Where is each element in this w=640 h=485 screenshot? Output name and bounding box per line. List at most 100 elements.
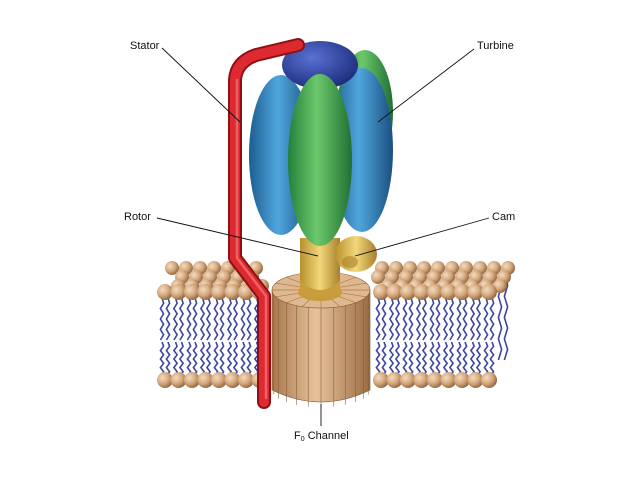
turbine-leader-line bbox=[377, 48, 475, 123]
lipid-tail bbox=[442, 341, 449, 377]
lipid-tail bbox=[402, 297, 408, 341]
lipid-head bbox=[170, 284, 187, 300]
lipid-tail bbox=[489, 341, 495, 377]
lipid-head bbox=[197, 284, 214, 300]
lipid-head bbox=[386, 284, 403, 300]
lipid-head bbox=[427, 372, 443, 388]
rotor bbox=[298, 238, 342, 301]
lipid-head bbox=[427, 284, 443, 300]
lipid-tail bbox=[429, 297, 435, 341]
lipid-tail bbox=[421, 341, 428, 377]
lipid-tail bbox=[186, 297, 192, 341]
lipid-tail bbox=[232, 341, 239, 377]
lipid-tail bbox=[213, 341, 219, 377]
lipid-tail bbox=[178, 297, 185, 341]
lipid-head bbox=[373, 372, 389, 388]
lipid-tail bbox=[456, 297, 462, 341]
lipid-tail bbox=[159, 297, 165, 341]
lipid-tail bbox=[483, 341, 489, 377]
f0-channel-label: F0 Channel bbox=[294, 430, 349, 443]
lipid-tail bbox=[394, 297, 401, 341]
lipid-head bbox=[400, 284, 416, 300]
lipid-tails bbox=[159, 274, 509, 377]
lipid-head bbox=[211, 372, 227, 388]
lipid-tail bbox=[232, 297, 239, 341]
lipid-tail bbox=[435, 297, 441, 341]
lipid-tail bbox=[192, 341, 198, 377]
lipid-head bbox=[197, 372, 214, 388]
lipid-head bbox=[373, 284, 389, 300]
lipid-tail bbox=[456, 341, 462, 377]
rotor-leader-line bbox=[156, 217, 319, 257]
lipid-tail bbox=[462, 297, 468, 341]
lipid-tail bbox=[240, 297, 246, 341]
lipid-head bbox=[371, 270, 385, 284]
cam bbox=[335, 236, 377, 272]
lipid-tail bbox=[192, 297, 198, 341]
lipid-tail bbox=[462, 341, 468, 377]
lipid-tail bbox=[429, 341, 435, 377]
lipid-tail bbox=[375, 297, 381, 341]
lipid-tail bbox=[375, 341, 381, 377]
lipid-tail bbox=[381, 341, 387, 377]
lipid-tail bbox=[415, 297, 422, 341]
lipid-tail bbox=[213, 297, 219, 341]
lipid-tail bbox=[172, 297, 179, 341]
lipid-head bbox=[481, 372, 497, 388]
lipid-tail bbox=[442, 297, 449, 341]
lipid-tail bbox=[240, 341, 246, 377]
cam-leader-line bbox=[354, 217, 490, 257]
lipid-tail bbox=[226, 297, 233, 341]
lipid-tail bbox=[435, 341, 441, 377]
lipid-tail bbox=[172, 341, 179, 377]
lipid-tail bbox=[165, 297, 171, 341]
lipid-head bbox=[170, 372, 187, 388]
lipid-head bbox=[184, 284, 200, 300]
lipid-head bbox=[157, 284, 173, 300]
lipid-tail bbox=[205, 341, 212, 377]
lipid-tail bbox=[219, 341, 225, 377]
lipid-tail bbox=[381, 297, 387, 341]
leader-lines bbox=[156, 47, 490, 426]
lipid-head bbox=[467, 372, 484, 388]
lipid-tail bbox=[205, 297, 212, 341]
lipid-head bbox=[386, 372, 403, 388]
lipid-tail bbox=[219, 297, 225, 341]
lipid-tail bbox=[199, 297, 206, 341]
lipid-head bbox=[224, 372, 241, 388]
rotor-label: Rotor bbox=[124, 211, 151, 223]
lipid-head bbox=[413, 372, 430, 388]
lipid-head bbox=[467, 284, 484, 300]
lipid-tail bbox=[408, 341, 414, 377]
lipid-head bbox=[184, 372, 200, 388]
lipid-tail bbox=[159, 341, 165, 377]
lipid-tail bbox=[246, 341, 252, 377]
channel-label-prefix: F bbox=[294, 430, 301, 442]
lipid-tail bbox=[165, 341, 171, 377]
channel-label-suffix: Channel bbox=[304, 430, 349, 442]
lipid-tail bbox=[448, 341, 455, 377]
lipid-tail bbox=[394, 341, 401, 377]
lipid-tail bbox=[483, 297, 489, 341]
lipid-head bbox=[454, 284, 470, 300]
lipid-head bbox=[211, 284, 227, 300]
lipid-tail bbox=[503, 274, 509, 361]
lipid-tail bbox=[415, 341, 422, 377]
lipid-bilayer bbox=[157, 261, 515, 388]
lipid-tail bbox=[475, 341, 482, 377]
stator bbox=[228, 38, 305, 409]
lipid-tail bbox=[475, 297, 482, 341]
lipid-tail bbox=[421, 297, 428, 341]
channel-label-subscript: 0 bbox=[300, 436, 305, 443]
cam-label: Cam bbox=[492, 211, 516, 223]
stator-label: Stator bbox=[130, 40, 160, 52]
lipid-head bbox=[440, 284, 457, 300]
lipid-tail bbox=[408, 297, 414, 341]
lipid-head bbox=[440, 372, 457, 388]
turbine bbox=[249, 41, 393, 246]
lipid-tail bbox=[469, 341, 476, 377]
turbine-label: Turbine bbox=[477, 40, 514, 52]
lipid-tail bbox=[489, 297, 495, 341]
